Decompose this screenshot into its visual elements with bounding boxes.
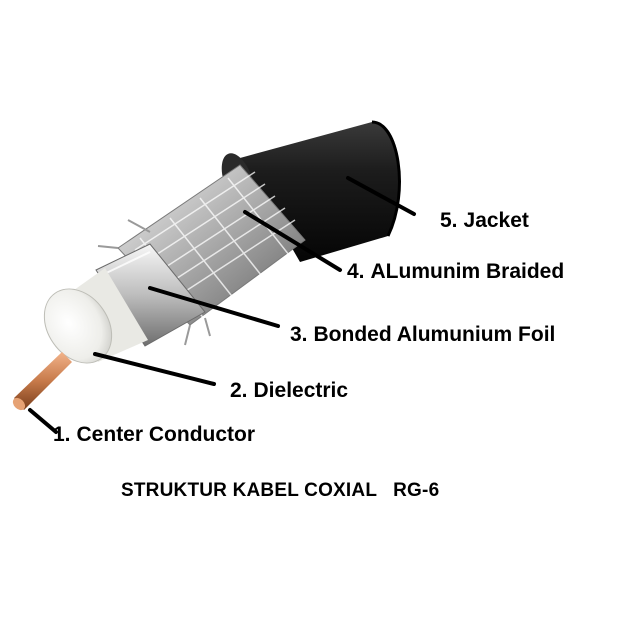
layer-label-foil: 3.Bonded Alumunium Foil (290, 323, 555, 347)
layer-label-conductor: 1.Center Conductor (53, 423, 255, 447)
leader-line-jacket (346, 176, 416, 216)
layer-number: 3. (290, 323, 308, 346)
layer-number: 4. (347, 260, 365, 283)
layer-name: Dielectric (253, 379, 349, 402)
leader-line-braid (243, 210, 342, 272)
layer-name: Jacket (463, 209, 529, 232)
layer-number: 1. (53, 423, 71, 446)
leader-line-foil (148, 286, 280, 328)
layer-number: 2. (230, 379, 248, 402)
layer-name: Center Conductor (76, 423, 256, 446)
layer-name: ALumunim Braided (370, 260, 565, 283)
leader-lines (28, 176, 416, 434)
layer-label-dielectric: 2.Dielectric (230, 379, 348, 403)
leader-line-conductor (28, 408, 58, 434)
diagram-title: STRUKTUR KABEL COXIAL RG-6 (121, 480, 439, 502)
layer-label-braid: 4.ALumunim Braided (347, 260, 564, 284)
dielectric-layer (43, 268, 148, 364)
layer-name: Bonded Alumunium Foil (313, 323, 556, 346)
layer-label-jacket: 5.Jacket (440, 209, 529, 233)
diagram-title-main: STRUKTUR KABEL COXIAL (121, 480, 378, 501)
center-conductor (12, 352, 72, 411)
diagram-title-model: RG-6 (393, 480, 440, 501)
leader-line-dielectric (93, 352, 216, 386)
layer-number: 5. (440, 209, 458, 232)
